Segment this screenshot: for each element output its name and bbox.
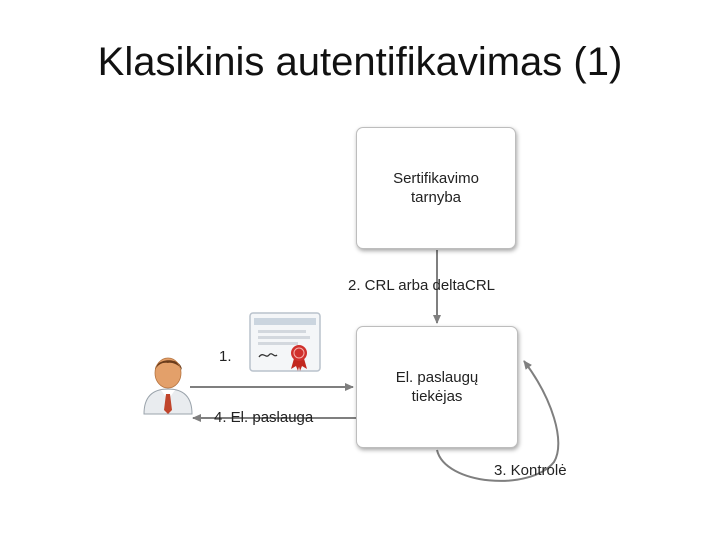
step1-label: 1.: [219, 348, 232, 365]
service-provider-box: El. paslaugų tiekėjas: [356, 326, 518, 448]
control-label: 3. Kontrolė: [494, 462, 567, 479]
ca-label-line1: Sertifikavimo: [393, 170, 479, 187]
control-loop-arrow: [436, 360, 560, 482]
certificate-icon: [249, 312, 321, 372]
crl-label: 2. CRL arba deltaCRL: [348, 277, 496, 294]
user-icon: [143, 357, 193, 415]
provider-label-line2: tiekėjas: [411, 388, 463, 405]
ca-label-line2: tarnyba: [410, 189, 462, 206]
certification-authority-box: Sertifikavimo tarnyba: [356, 127, 516, 249]
provider-label-line1: El. paslaugų: [395, 369, 479, 386]
slide-title: Klasikinis autentifikavimas (1): [97, 40, 623, 84]
service-label: 4. El. paslauga: [214, 409, 314, 426]
